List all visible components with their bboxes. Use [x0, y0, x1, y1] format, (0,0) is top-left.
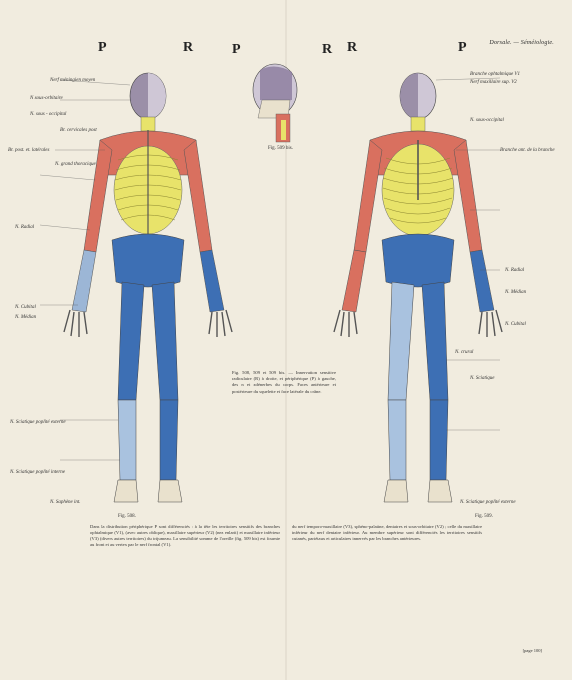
- label-left-6: N. Radial: [15, 225, 35, 230]
- label-left-5: N. grand thoracique: [55, 162, 96, 167]
- label-right-7: N. crural: [455, 350, 474, 355]
- label-left-0: Nerf méningien moyen: [50, 78, 96, 83]
- letter-right-r: R: [347, 40, 358, 55]
- letter-center-p: P: [232, 42, 241, 57]
- page-fold: [285, 0, 287, 680]
- label-left-3: Br. cervicales post: [60, 128, 97, 133]
- label-left-4: Br. post. et. latérales: [8, 148, 50, 153]
- figure-number-center: Fig. 509 bis.: [268, 146, 294, 151]
- label-right-6: N. Cubital: [505, 322, 526, 327]
- letter-right-p: P: [458, 40, 467, 55]
- label-left-10: N. Sciatique poplité interne: [10, 470, 65, 475]
- label-right-1: Nerf maxillaire sup. V2: [470, 80, 517, 85]
- figure-caption: Fig. 508, 509 et 509 bis. — Innervation …: [232, 370, 336, 394]
- label-right-5: N. Médian: [505, 290, 527, 295]
- body-text-right: du nerf temporo-maxillaire (V3), sphéno-…: [292, 524, 482, 541]
- label-left-11: N. Saphène int.: [50, 500, 81, 505]
- label-right-2: N. sous-occipital: [470, 118, 504, 123]
- leader-lines: [39, 77, 501, 461]
- label-left-8: N. Médian: [15, 315, 37, 320]
- figure-number-right: Fig. 509.: [475, 514, 493, 519]
- label-left-7: N. Cubital: [15, 305, 36, 310]
- figure-number-left: Fig. 508.: [118, 514, 136, 519]
- label-right-9: N. Sciatique poplité externe: [460, 500, 516, 505]
- letter-left-r: R: [183, 40, 194, 55]
- label-right-0: Branche ophtalmique V1: [470, 72, 520, 77]
- letter-left-p: P: [98, 40, 107, 55]
- anterior-skeleton: [333, 72, 503, 503]
- label-right-4: N. Radial: [505, 268, 525, 273]
- label-left-9: N. Sciatique poplité externe: [10, 420, 66, 425]
- posterior-skeleton: [63, 72, 233, 503]
- body-text-left: Dans la distribution périphérique P sont…: [90, 524, 280, 547]
- letter-center-r: R: [322, 42, 333, 57]
- label-right-3: Branche ant. de la branche: [500, 148, 555, 153]
- label-left-1: N sous-orbitaire: [30, 96, 63, 101]
- label-left-2: N. sous - occipital: [30, 112, 67, 117]
- page-folio: [page 100]: [522, 648, 542, 653]
- lateral-skull: [252, 63, 298, 143]
- page-header: Dorsale. — Séméiologie.: [489, 40, 554, 46]
- label-right-8: N. Sciatique: [470, 376, 495, 381]
